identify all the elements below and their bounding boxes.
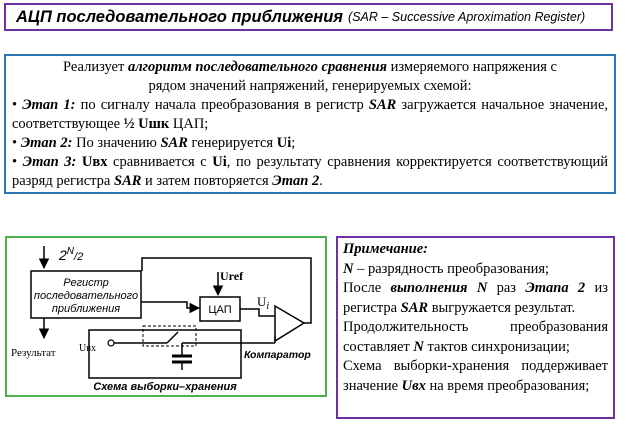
sample-hold-label: Схема выборки–хранения: [93, 381, 237, 393]
register-label-1: Регистр: [63, 277, 109, 289]
ui-label: Ui: [257, 294, 269, 312]
init-value-label: 2N/2: [58, 246, 83, 263]
title-banner: АЦП последовательного приближения (SAR –…: [4, 3, 613, 31]
register-label-2: последовательного: [34, 290, 138, 302]
sar-circuit-diagram: 2N/2 Регистр последовательного приближен…: [5, 236, 327, 397]
result-label: Результат: [11, 347, 56, 359]
step-1: • Этап 1: по сигналу начала преобразован…: [12, 97, 609, 132]
description-box: Реализует алгоритм последовательного сра…: [4, 54, 616, 194]
intro-line-2: рядом значений напряжений, генерируемых …: [148, 78, 472, 94]
step-3: • Этап 3: Uвх сравнивается с Ui, по резу…: [12, 154, 609, 189]
dac-label: ЦАП: [208, 304, 231, 316]
feedback-line: [141, 257, 312, 324]
note-duration: Продолжительность преобразования составл…: [343, 319, 608, 355]
dac-block: [199, 296, 241, 322]
note-sample-hold: Схема выборки-хранения поддерживает знач…: [343, 358, 608, 394]
sar-circuit-svg: 2N/2 Регистр последовательного приближен…: [11, 246, 312, 393]
page-title: АЦП последовательного приближения: [16, 7, 344, 26]
sar-register-block: [30, 270, 142, 319]
note-box: Примечание: N – разрядность преобразован…: [336, 236, 615, 419]
switch-contact: [166, 331, 179, 344]
note-heading: Примечание:: [343, 241, 429, 257]
step-2: • Этап 2: По значению SAR генерируется U…: [12, 135, 296, 151]
uvx-label: Uвх: [79, 343, 96, 354]
intro-line-1: Реализует алгоритм последовательного сра…: [63, 59, 557, 75]
register-label-3: приближения: [52, 303, 120, 315]
register-to-dac-line: [141, 301, 201, 314]
uvx-terminal: [107, 339, 115, 347]
sample-hold-block: [88, 329, 242, 379]
switch-control-box: [142, 325, 197, 347]
comparator-label: Компаратор: [244, 349, 311, 361]
note-n: N – разрядность преобразования;: [343, 260, 550, 277]
page-subtitle: (SAR – Successive Aproximation Register): [348, 10, 586, 24]
dac-to-comparator-line: [240, 308, 275, 317]
comparator-symbol: [274, 304, 306, 343]
note-after: После выполнения N раз Этапа 2 из регист…: [343, 280, 608, 316]
uref-label: Uref: [220, 269, 244, 283]
